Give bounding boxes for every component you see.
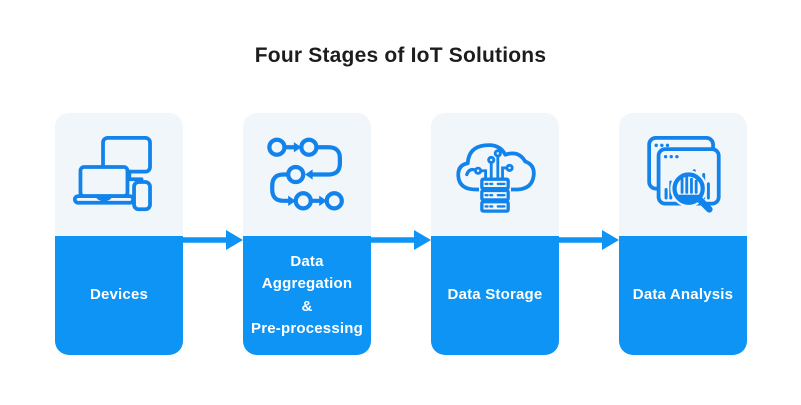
stage-icon-panel bbox=[619, 113, 747, 236]
chart-magnifier-icon bbox=[647, 135, 721, 213]
stage-card-aggregation: Data Aggregation & Pre-processing bbox=[243, 113, 371, 355]
flow-arrow-1 bbox=[183, 226, 243, 254]
stage-label: Devices bbox=[89, 286, 149, 304]
stage-label-panel: Devices bbox=[55, 236, 183, 355]
stage-icon-panel bbox=[431, 113, 559, 236]
flow-arrow-3 bbox=[559, 226, 619, 254]
process-flow-icon bbox=[267, 137, 344, 211]
stage-label-panel: Data Storage bbox=[431, 236, 559, 355]
stage-card-storage: Data Storage bbox=[431, 113, 559, 355]
stage-icon-panel bbox=[55, 113, 183, 236]
stage-label-panel: Data Analysis bbox=[619, 236, 747, 355]
stage-label: Data Aggregation & Pre-processing bbox=[250, 252, 363, 338]
flow-arrow-2 bbox=[371, 226, 431, 254]
cloud-server-icon bbox=[456, 143, 536, 213]
stage-label-panel: Data Aggregation & Pre-processing bbox=[243, 236, 371, 355]
diagram-title: Four Stages of IoT Solutions bbox=[254, 44, 547, 67]
stage-label: Data Analysis bbox=[632, 286, 734, 304]
stages-row: Devices bbox=[55, 113, 747, 355]
stage-card-analysis: Data Analysis bbox=[619, 113, 747, 355]
stage-label: Data Storage bbox=[447, 286, 543, 304]
devices-icon bbox=[72, 135, 152, 212]
stage-card-devices: Devices bbox=[55, 113, 183, 355]
stage-icon-panel bbox=[243, 113, 371, 236]
